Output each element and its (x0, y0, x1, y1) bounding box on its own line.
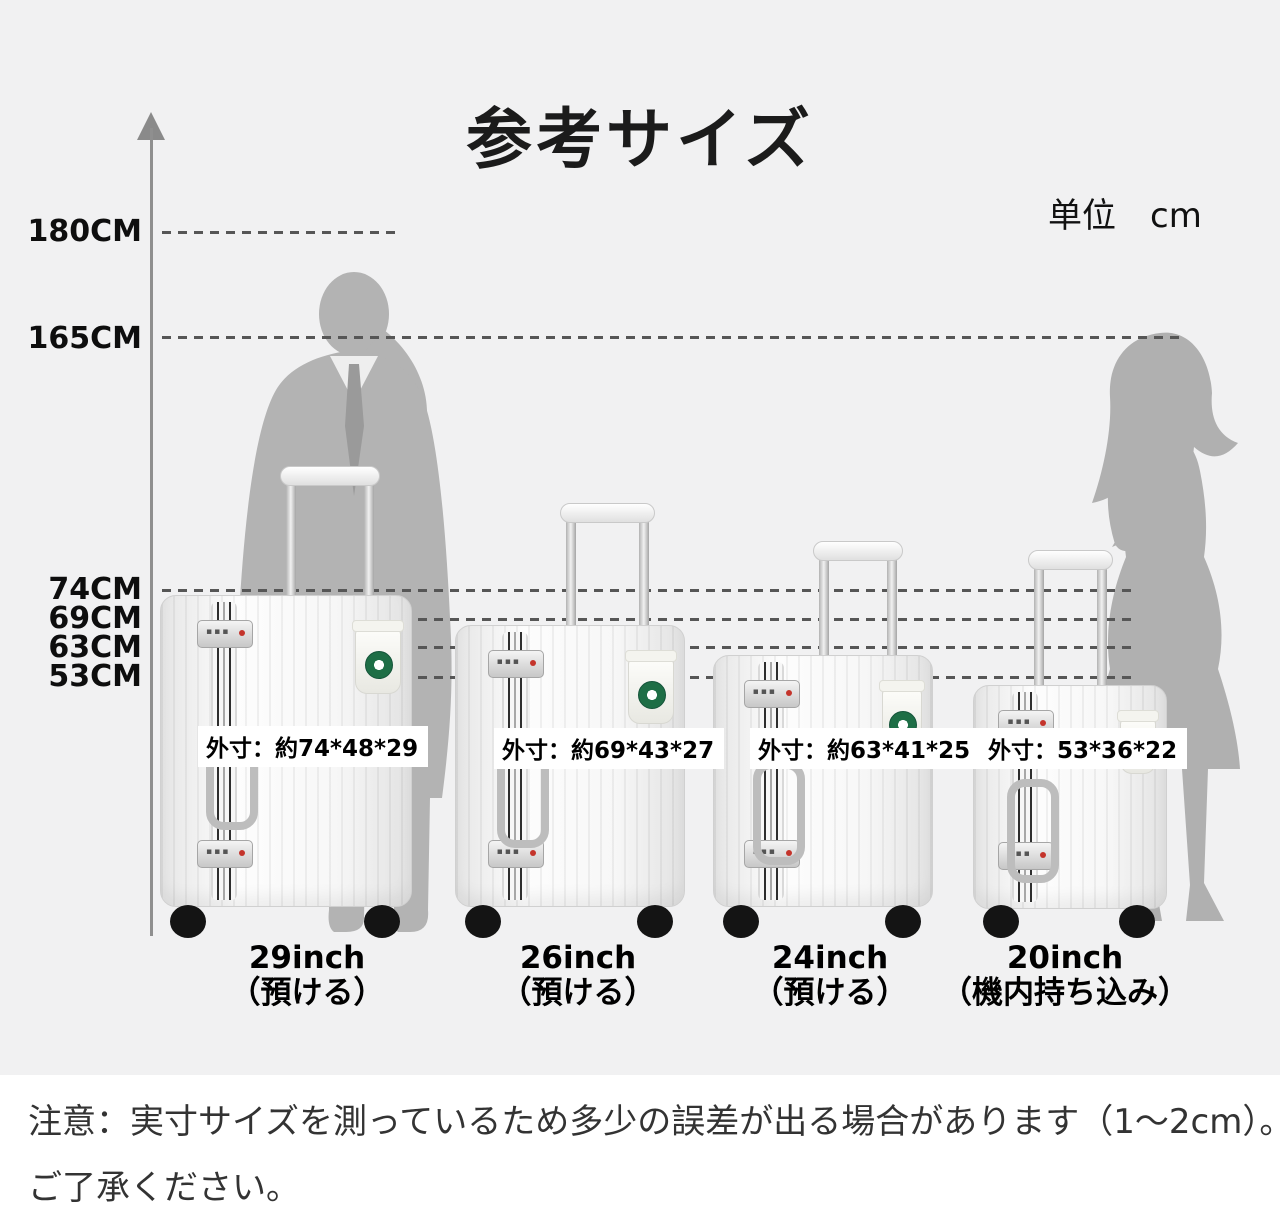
axis-line (150, 128, 153, 936)
trolley-grip (1028, 550, 1113, 570)
wheel (170, 905, 206, 938)
size-caption-type: （預ける） (229, 975, 385, 1011)
dimension-label-26inch: 外寸：約69*43*27 (494, 728, 725, 769)
cup-logo-icon (365, 651, 393, 679)
telescopic-handle (813, 541, 903, 693)
size-caption-29inch: 29inch （預ける） (157, 941, 457, 1011)
axis-label-74cm: 74CM (48, 572, 142, 607)
wheel (364, 905, 400, 938)
wheel (723, 905, 759, 938)
notice-text-line2: ご了承ください。 (28, 1168, 300, 1208)
telescopic-bar (1034, 562, 1044, 722)
axis-label-165cm: 165CM (27, 321, 143, 356)
side-handle (1007, 779, 1060, 884)
dashed-guide-165cm (162, 336, 1184, 339)
wheel (983, 905, 1019, 938)
telescopic-handle (1028, 550, 1113, 722)
page-title: 参考サイズ (465, 101, 815, 178)
telescopic-bar (887, 553, 897, 693)
size-caption-inch: 26inch (519, 940, 637, 976)
suitcase-20inch (973, 550, 1167, 938)
trolley-grip (280, 466, 380, 486)
axis-label-69cm: 69CM (48, 601, 142, 636)
tsa-lock-icon (197, 620, 253, 648)
tsa-lock-icon (197, 840, 253, 868)
notice-text-line1: 注意：実寸サイズを測っているため多少の誤差が出る場合があります（1～2cm）。 (28, 1102, 1280, 1142)
side-handle (752, 761, 805, 865)
axis-label-180cm: 180CM (27, 214, 143, 249)
suitcase-26inch (455, 503, 685, 938)
size-caption-type: （預ける） (500, 975, 656, 1011)
telescopic-handle (280, 466, 380, 636)
dashed-guide-180cm (162, 231, 400, 234)
suitcase-24inch (713, 541, 933, 938)
size-caption-24inch: 24inch （預ける） (680, 941, 980, 1011)
wheel (885, 905, 921, 938)
telescopic-bar (1097, 562, 1107, 722)
dimension-label-29inch: 外寸：約74*48*29 (198, 726, 429, 767)
unit-value: cm (1150, 196, 1202, 236)
size-caption-inch: 20inch (1006, 940, 1124, 976)
wheel (465, 905, 501, 938)
size-caption-type: （機内持ち込み） (941, 975, 1189, 1011)
telescopic-bar (566, 515, 576, 663)
trolley-grip (560, 503, 655, 523)
tsa-lock-icon (487, 650, 544, 678)
wheel (637, 905, 673, 938)
trolley-grip (813, 541, 903, 561)
suitcase-29inch (160, 466, 412, 938)
coffee-cup (352, 620, 404, 694)
wheel (1119, 905, 1155, 938)
size-caption-inch: 29inch (248, 940, 366, 976)
size-caption-type: （預ける） (752, 975, 908, 1011)
axis-label-63cm: 63CM (48, 630, 142, 665)
dimension-label-20inch: 外寸：53*36*22 (980, 728, 1188, 769)
telescopic-handle (560, 503, 655, 663)
size-caption-inch: 24inch (771, 940, 889, 976)
dimension-label-24inch: 外寸：約63*41*25 (750, 728, 981, 769)
size-caption-20inch: 20inch （機内持ち込み） (895, 941, 1235, 1011)
case-body (973, 685, 1167, 909)
unit-text: 单位 (1048, 196, 1116, 236)
cup-logo-icon (638, 681, 666, 709)
telescopic-bar (286, 478, 296, 636)
unit-label: 单位 cm (1048, 188, 1202, 237)
size-caption-26inch: 26inch （預ける） (428, 941, 728, 1011)
coffee-cup (625, 650, 677, 724)
telescopic-bar (364, 478, 374, 636)
telescopic-bar (819, 553, 829, 693)
case-body (713, 655, 933, 907)
axis-label-53cm: 53CM (48, 659, 142, 694)
telescopic-bar (639, 515, 649, 663)
tsa-lock-icon (743, 680, 800, 708)
